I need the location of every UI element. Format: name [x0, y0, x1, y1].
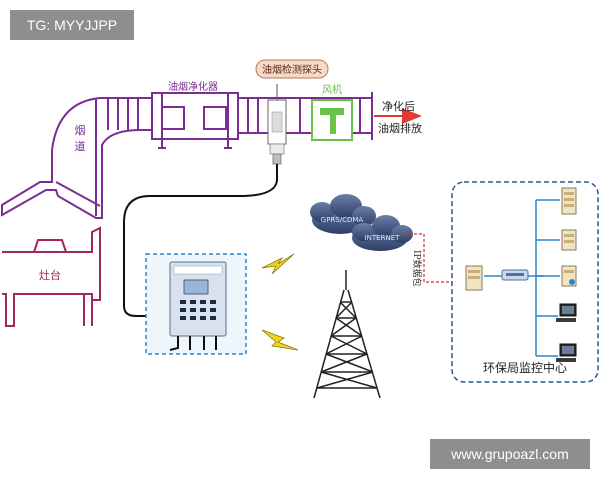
wireless-signal-icon-2: [261, 329, 299, 351]
sensor-probe-label: 油烟检测探头: [262, 63, 322, 76]
watermark-bottom: www.grupoazl.com: [430, 439, 590, 469]
flue-label-char1: 烟: [75, 123, 86, 137]
sensor-cable: [123, 164, 278, 317]
purifier-label: 油烟净化器: [168, 80, 218, 93]
watermark-top: TG: MYYJJPP: [10, 10, 134, 40]
fan-label: 风机: [322, 83, 342, 96]
cloud-internet-label: INTERNET: [365, 234, 401, 242]
stove-label: 灶台: [39, 268, 61, 282]
network-switch-icon: [501, 269, 529, 281]
network-links: [484, 199, 560, 357]
server-icon-1: [561, 187, 577, 215]
flue-duct: [1, 97, 141, 219]
monitor-device: [169, 261, 227, 351]
flue-label-char2: 道: [75, 139, 86, 153]
purifier-unit: [151, 92, 239, 149]
stove: [2, 226, 101, 327]
sensor-probe-label-box: [255, 59, 329, 79]
after-purify-label-line2: 油烟排放: [378, 121, 422, 135]
cloud-gprs: [310, 194, 376, 234]
ip-packet-label: IP数据包: [411, 250, 423, 287]
fan-unit: [311, 99, 353, 141]
cloud-internet: [352, 215, 413, 251]
server-icon: [465, 265, 483, 291]
wireless-signal-icon: [261, 253, 295, 275]
ip-packet-link: [404, 233, 460, 283]
sensor-probe: [267, 84, 287, 165]
antenna-tower-icon: [313, 270, 381, 399]
server-icon-3: [561, 265, 577, 287]
cloud-gprs-label: GPRS/CDMA: [321, 216, 364, 224]
monitoring-center-label: 环保局监控中心: [483, 360, 567, 375]
computer-icon-2: [556, 343, 577, 362]
after-purify-label-line1: 净化后: [382, 99, 415, 113]
server-icon-2: [561, 229, 577, 251]
computer-icon-1: [556, 303, 577, 322]
